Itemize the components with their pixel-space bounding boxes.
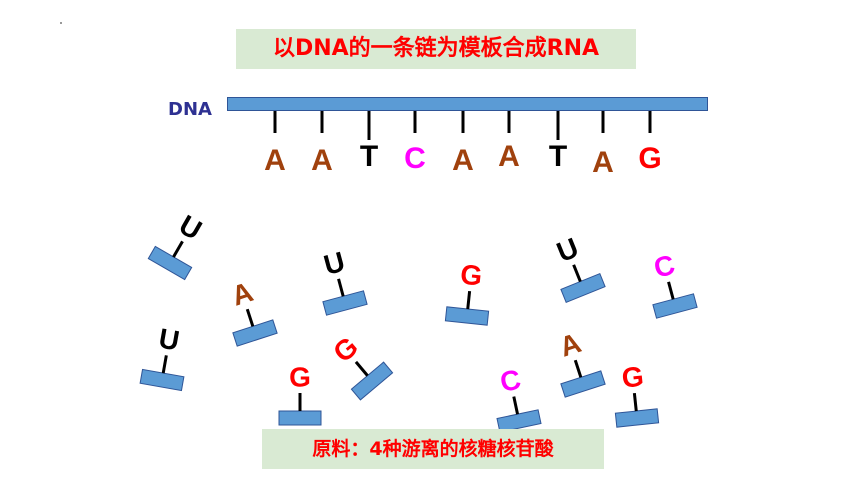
template-base: A	[311, 111, 333, 177]
template-base: A	[264, 111, 286, 177]
free-nucleotide: A	[556, 327, 606, 398]
free-nucleotide: G	[444, 259, 490, 326]
base-stem	[512, 396, 520, 415]
footer-text: 原料：4种游离的核糖核苷酸	[312, 438, 554, 460]
free-nucleotide: U	[321, 246, 368, 316]
ribose-phosphate-block	[147, 245, 193, 281]
ribose-phosphate-block	[350, 361, 394, 401]
base-stem	[337, 278, 345, 297]
base-stem	[572, 264, 582, 283]
template-base-letter: A	[311, 144, 333, 177]
ribose-phosphate-block	[139, 368, 185, 392]
dna-strand-bar	[227, 97, 708, 111]
template-base: G	[638, 111, 662, 175]
free-nucleotide: U	[552, 232, 606, 304]
footer-box: 原料：4种游离的核糖核苷酸	[262, 429, 604, 469]
free-nucleotide: G	[327, 331, 394, 401]
free-base-letter: A	[228, 276, 257, 312]
base-stem	[161, 355, 168, 374]
template-base-letter: C	[404, 142, 426, 175]
free-nucleotide: C	[651, 249, 698, 319]
ribose-phosphate-block	[560, 370, 606, 398]
free-nucleotide: G	[278, 361, 322, 426]
free-base-letter: C	[497, 364, 523, 399]
template-base: A	[452, 111, 474, 177]
base-stem	[172, 240, 184, 258]
template-base: A	[498, 111, 520, 173]
free-base-letter: G	[459, 259, 484, 292]
template-base-letter: A	[498, 140, 520, 173]
base-stem	[667, 281, 675, 300]
template-base-letter: G	[638, 142, 661, 175]
free-nucleotide: U	[139, 322, 185, 392]
template-base-letter: T	[549, 140, 567, 173]
title-box: 以DNA的一条链为模板合成RNA	[236, 29, 636, 69]
title-text: 以DNA的一条链为模板合成RNA	[272, 36, 600, 61]
ribose-phosphate-block	[614, 408, 660, 428]
free-base-letter: U	[321, 246, 349, 281]
free-base-letter: U	[156, 322, 181, 356]
base-stem	[245, 308, 255, 327]
template-base-letter: A	[592, 146, 614, 179]
template-base: T	[549, 111, 567, 173]
template-base-letter: T	[360, 140, 378, 173]
free-nucleotide: A	[228, 276, 278, 347]
free-base-letter: A	[556, 327, 585, 363]
dna-label: DNA	[168, 99, 212, 120]
ribose-phosphate-block	[278, 410, 322, 426]
base-stem	[354, 360, 369, 377]
template-base-letter: A	[264, 144, 286, 177]
ribose-phosphate-block	[444, 306, 490, 326]
free-base-letter: U	[174, 209, 207, 246]
ribose-phosphate-block	[232, 319, 278, 347]
free-base-letter: G	[620, 361, 645, 394]
decorative-dot	[60, 22, 62, 24]
free-nucleotide: C	[496, 364, 542, 433]
template-base-letter: A	[452, 144, 474, 177]
ribose-phosphate-block	[560, 272, 606, 304]
template-base: A	[592, 111, 614, 179]
base-stem	[466, 290, 472, 310]
template-base: C	[404, 111, 426, 175]
free-nucleotide: U	[147, 209, 207, 281]
free-base-letter: C	[651, 249, 679, 284]
ribose-phosphate-block	[652, 293, 698, 319]
template-base: T	[360, 111, 378, 173]
base-stem	[632, 392, 638, 412]
ribose-phosphate-block	[322, 290, 368, 316]
free-base-letter: G	[289, 361, 311, 392]
free-nucleotide: G	[614, 361, 660, 428]
base-stem	[573, 359, 583, 378]
free-base-letter: U	[552, 232, 582, 268]
